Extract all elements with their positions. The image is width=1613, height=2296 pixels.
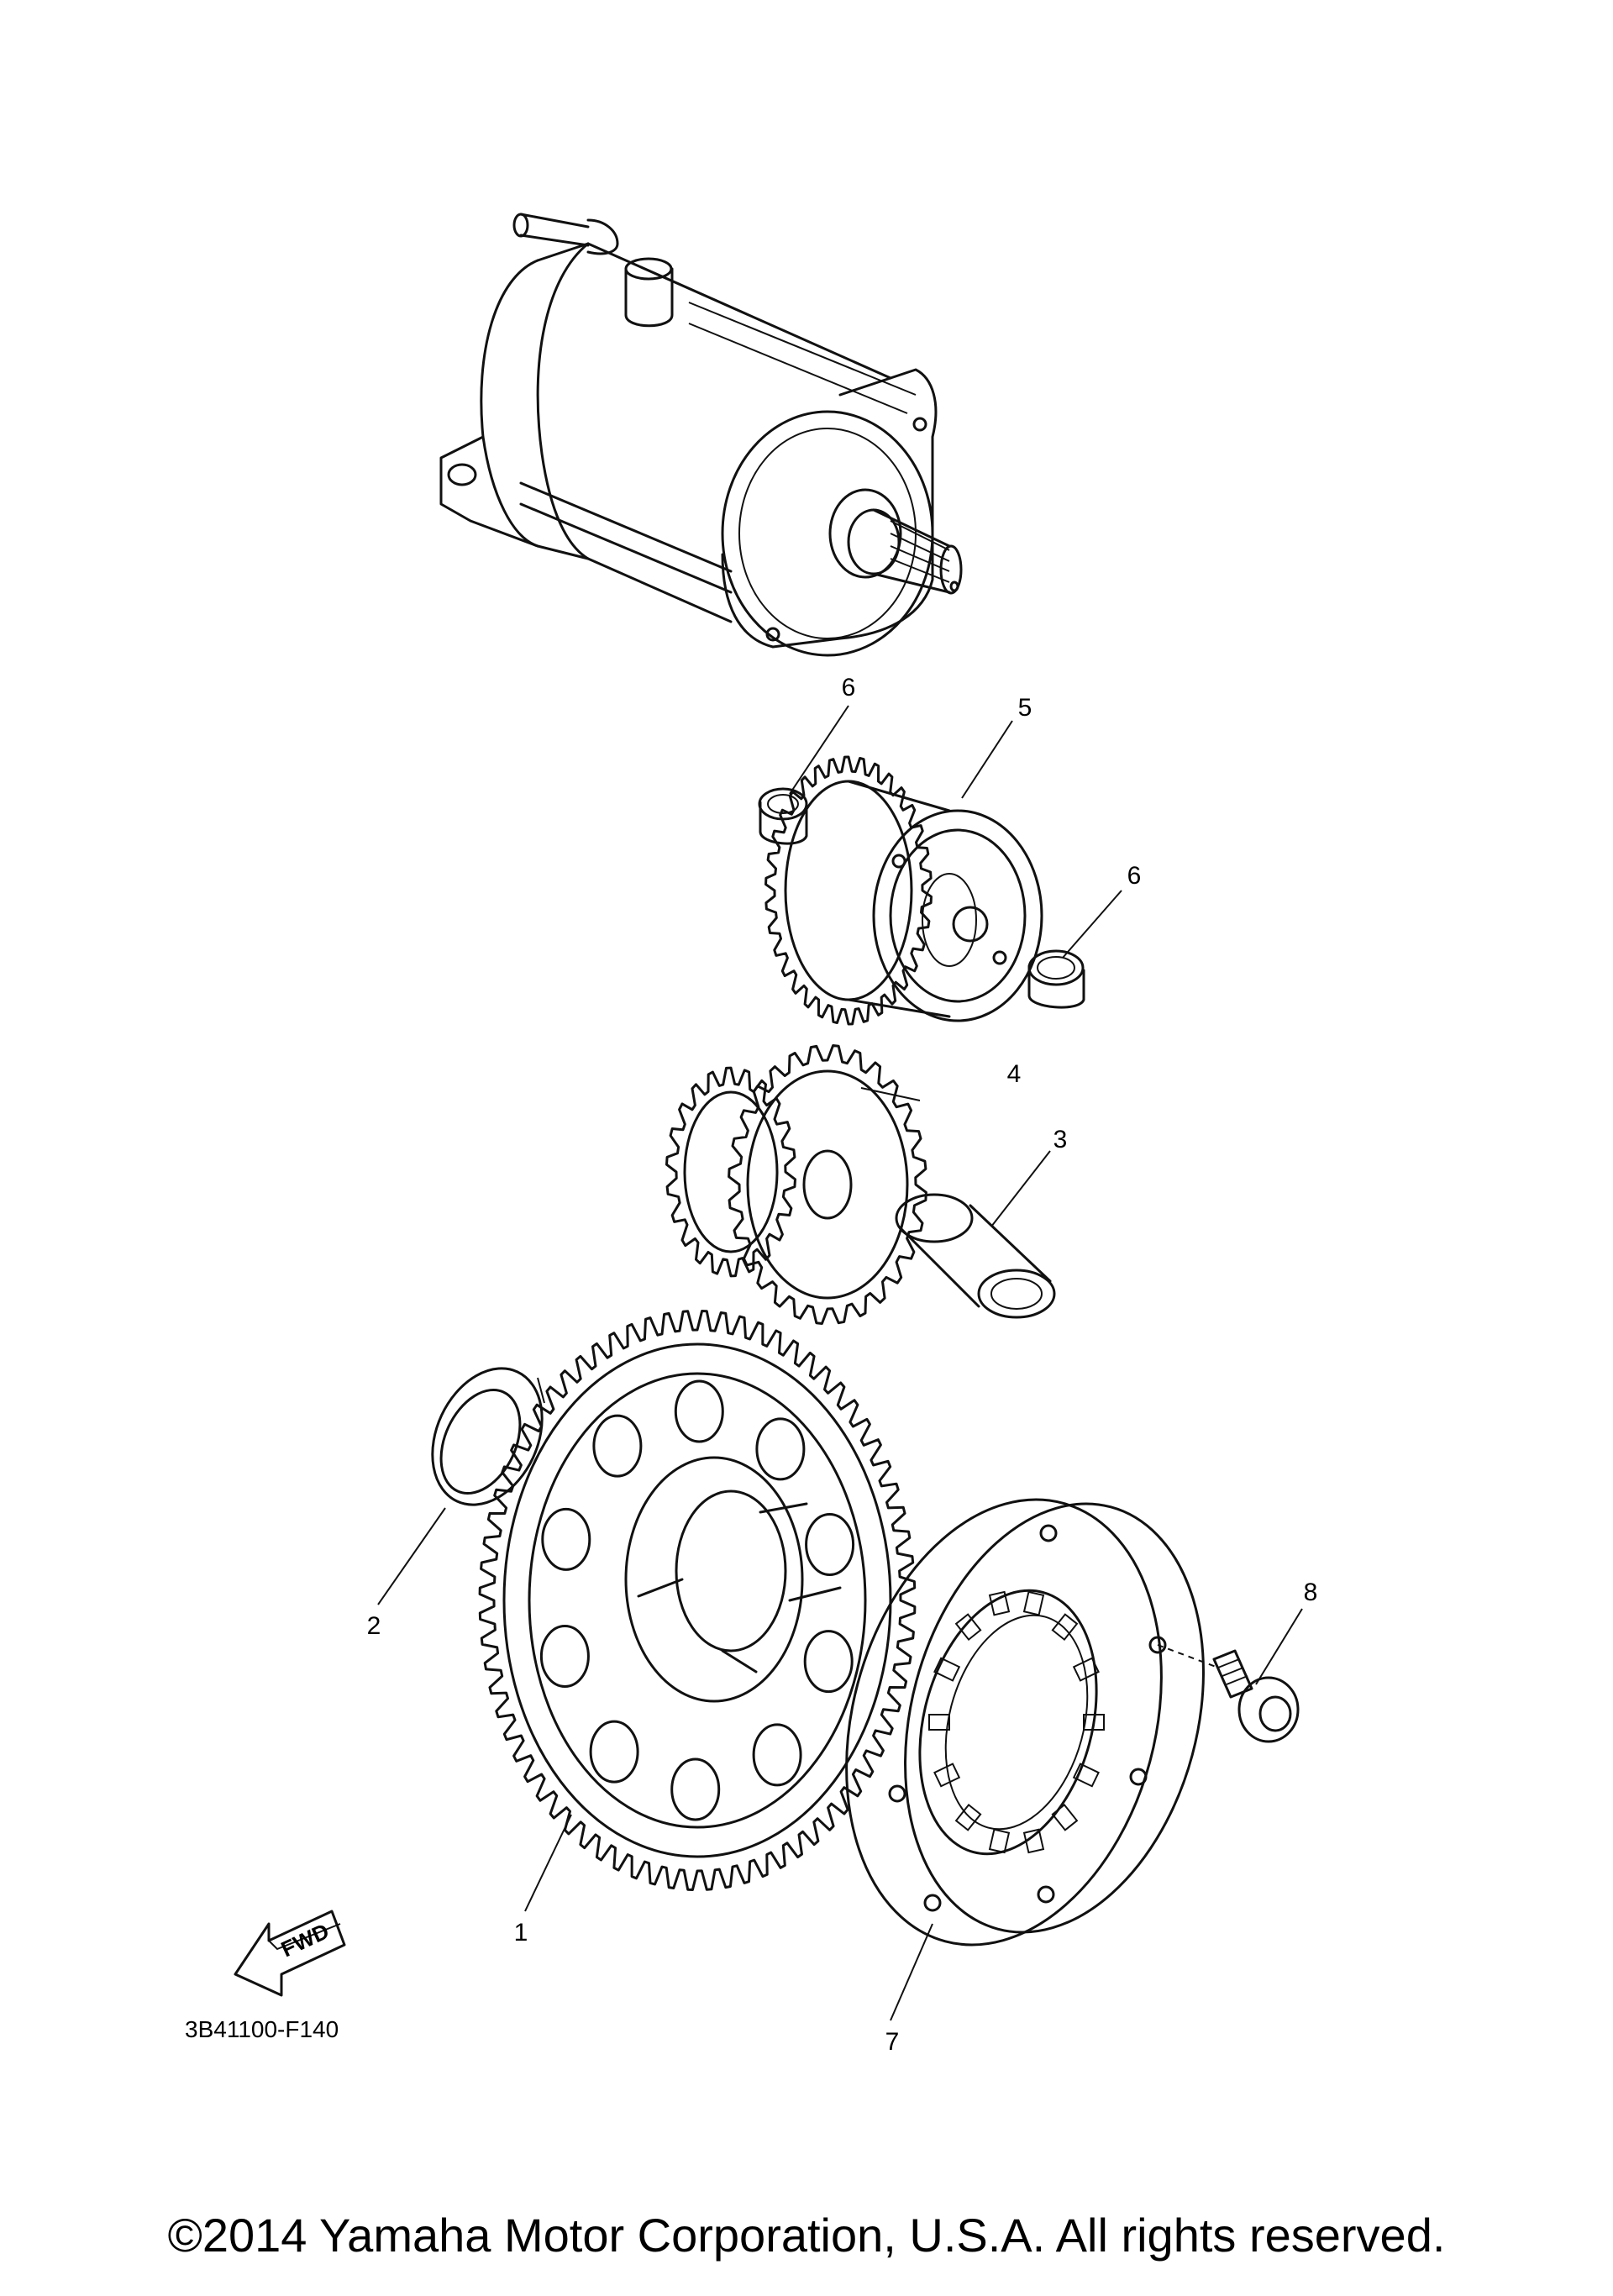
diagram-code: 3B41100-F140 (185, 2016, 339, 2042)
clutch-roller (1022, 1590, 1045, 1616)
gear-tooth-outline (665, 1066, 796, 1278)
gear-hole (803, 1630, 854, 1694)
bolt (1157, 1644, 1300, 1743)
forward-direction-arrow: FWD (234, 1910, 346, 1997)
clutch-roller (1072, 1763, 1100, 1788)
clutch-roller (1051, 1804, 1079, 1831)
clutch-roller (988, 1590, 1011, 1616)
clutch-roller (1022, 1828, 1045, 1854)
gear-hole (589, 1720, 639, 1784)
gear-hole (805, 1513, 855, 1576)
gear-hole (592, 1414, 643, 1478)
callout-7: 7 (885, 2028, 900, 2056)
starter-wheel-gear (478, 1310, 917, 1891)
callout-2: 2 (367, 1612, 381, 1640)
gear-tooth-outline (728, 1044, 927, 1325)
starter-motor (439, 213, 963, 657)
clutch-roller (1072, 1657, 1100, 1682)
callout-1: 1 (514, 1919, 528, 1947)
gear-hole (752, 1723, 802, 1787)
leader-lines (377, 705, 1303, 2021)
callout-6-upper: 6 (842, 674, 856, 701)
callout-6-lower: 6 (1127, 862, 1142, 890)
callout-labels: 1 2 3 4 5 6 6 7 8 (367, 674, 1318, 2056)
bushing-lower (1027, 949, 1085, 1009)
clutch-roller (988, 1828, 1011, 1854)
gear-tooth-outline (764, 755, 933, 1026)
clutch-roller (954, 1804, 982, 1831)
gear-tooth-outline (478, 1310, 917, 1891)
clutch-roller (933, 1763, 961, 1788)
clutch-roller (928, 1714, 950, 1731)
gear-hole (674, 1379, 724, 1443)
clutch-roller (1051, 1613, 1079, 1641)
clutch-roller (933, 1657, 961, 1682)
copyright-notice: ©2014 Yamaha Motor Corporation, U.S.A. A… (167, 2209, 1446, 2262)
callout-3: 3 (1053, 1126, 1068, 1153)
clutch-roller (1083, 1714, 1105, 1731)
clutch-roller (954, 1613, 982, 1641)
gear-hole (755, 1417, 806, 1481)
callout-4: 4 (1007, 1060, 1022, 1088)
callout-5: 5 (1018, 694, 1032, 722)
idler-gear (665, 1044, 927, 1325)
gear-hole (541, 1507, 591, 1571)
gear-hole (539, 1625, 590, 1688)
gear-hole (670, 1757, 721, 1821)
washer (431, 1367, 545, 1506)
idler-gear-with-clutch (764, 755, 1043, 1026)
one-way-clutch (845, 1498, 1205, 1947)
callout-8: 8 (1304, 1579, 1318, 1606)
shaft (895, 1193, 1056, 1319)
